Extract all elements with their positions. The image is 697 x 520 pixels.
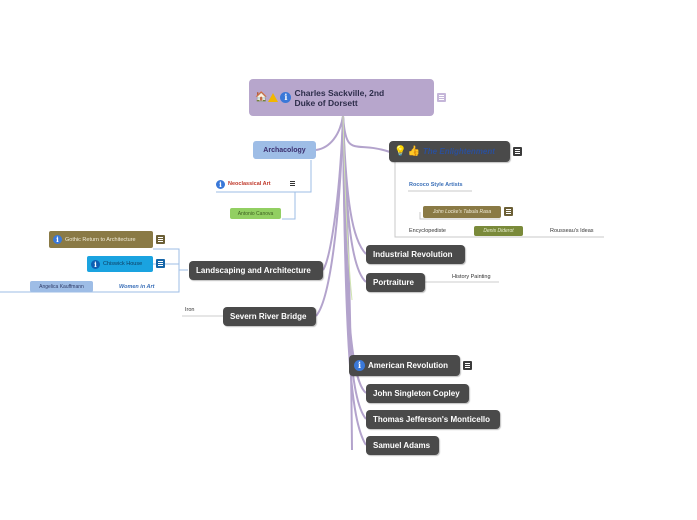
gothic-return-label: Gothic Return to Architecture: [65, 236, 136, 243]
rococo-label: Rococo Style Artists: [409, 182, 463, 188]
topic-encyclopediste[interactable]: Encyclopediste: [409, 226, 446, 236]
iron-label: Iron: [185, 307, 195, 313]
topic-history-painting[interactable]: History Painting: [452, 272, 491, 282]
enlightenment-menu-icon[interactable]: [513, 147, 522, 156]
info-icon: i: [354, 360, 365, 371]
history-painting-label: History Painting: [452, 274, 491, 280]
topic-severn-river-bridge[interactable]: Severn River Bridge: [223, 307, 316, 326]
topic-chiswick-house[interactable]: i Chiswick House: [87, 256, 153, 272]
root-title-line2: Duke of Dorsett: [294, 97, 358, 108]
enlightenment-label: The Enlightenment: [422, 147, 495, 156]
info-icon: i: [280, 92, 292, 103]
john-singleton-copley-label: John Singleton Copley: [373, 389, 460, 398]
info-icon: i: [53, 235, 62, 244]
topic-denis-diderot[interactable]: Denis Diderot: [474, 226, 523, 236]
gothic-menu-icon[interactable]: [156, 235, 165, 244]
topic-rousseau[interactable]: Rousseau's Ideas: [550, 226, 594, 236]
offscreen-fragment: [0, 284, 6, 290]
rousseau-label: Rousseau's Ideas: [550, 228, 594, 234]
women-in-art-label: Women in Art: [119, 284, 155, 290]
topic-the-enlightenment[interactable]: 💡 👍 The Enlightenment: [389, 141, 510, 162]
topic-antonio-canova[interactable]: Antonio Canova: [230, 208, 281, 219]
root-menu-icon[interactable]: [437, 93, 446, 102]
lightbulb-icon: 💡: [394, 146, 407, 157]
topic-john-locke[interactable]: John Locke's Tabula Rasa: [423, 206, 501, 218]
topic-rococo-style-artists[interactable]: Rococo Style Artists: [409, 180, 463, 190]
neoclassical-art-label: Neoclassical Art: [228, 181, 271, 187]
chiswick-menu-icon[interactable]: [156, 259, 165, 268]
neoclassical-menu-icon[interactable]: [288, 179, 297, 188]
topic-iron[interactable]: Iron: [185, 305, 194, 315]
industrial-revolution-label: Industrial Revolution: [373, 250, 453, 259]
topic-john-singleton-copley[interactable]: John Singleton Copley: [366, 384, 469, 403]
severn-river-bridge-label: Severn River Bridge: [230, 312, 307, 321]
topic-industrial-revolution[interactable]: Industrial Revolution: [366, 245, 465, 264]
landscaping-label: Landscaping and Architecture: [196, 266, 311, 275]
root-title-line1: Charles Sackville, 2nd: [294, 87, 385, 98]
topic-archaeology[interactable]: Archacology: [253, 141, 316, 159]
info-icon: i: [216, 179, 225, 189]
portraiture-label: Portraiture: [373, 278, 414, 287]
topic-american-revolution[interactable]: i American Revolution: [349, 355, 460, 376]
chiswick-house-label: Chiswick House: [103, 261, 143, 267]
topic-women-in-art[interactable]: Women in Art: [119, 282, 154, 292]
samuel-adams-label: Samuel Adams: [373, 441, 431, 450]
thomas-jefferson-label: Thomas Jefferson's Monticello: [373, 415, 491, 424]
root-topic[interactable]: 🏠 i Charles Sackville, 2nd Duke of Dorse…: [249, 79, 434, 116]
info-icon: i: [91, 259, 100, 269]
topic-gothic-return[interactable]: i Gothic Return to Architecture: [49, 231, 153, 248]
warning-icon: [268, 93, 279, 102]
topic-landscaping-architecture[interactable]: Landscaping and Architecture: [189, 261, 323, 280]
home-icon: 🏠: [255, 92, 268, 103]
archaeology-label: Archacology: [263, 146, 306, 154]
thumbs-up-icon: 👍: [407, 146, 420, 157]
topic-neoclassical-art[interactable]: i Neoclassical Art: [216, 177, 271, 191]
denis-diderot-label: Denis Diderot: [483, 228, 514, 234]
angelica-kauffmann-label: Angelica Kauffmann: [39, 283, 84, 290]
topic-portraiture[interactable]: Portraiture: [366, 273, 425, 292]
antonio-canova-label: Antonio Canova: [237, 210, 274, 217]
topic-angelica-kauffmann[interactable]: Angelica Kauffmann: [30, 281, 93, 292]
locke-menu-icon[interactable]: [504, 207, 513, 216]
encyclopediste-label: Encyclopediste: [409, 228, 446, 234]
american-revolution-label: American Revolution: [368, 361, 449, 370]
topic-samuel-adams[interactable]: Samuel Adams: [366, 436, 439, 455]
topic-thomas-jefferson[interactable]: Thomas Jefferson's Monticello: [366, 410, 500, 429]
john-locke-label: John Locke's Tabula Rasa: [432, 209, 492, 215]
american-revolution-menu-icon[interactable]: [463, 361, 472, 370]
